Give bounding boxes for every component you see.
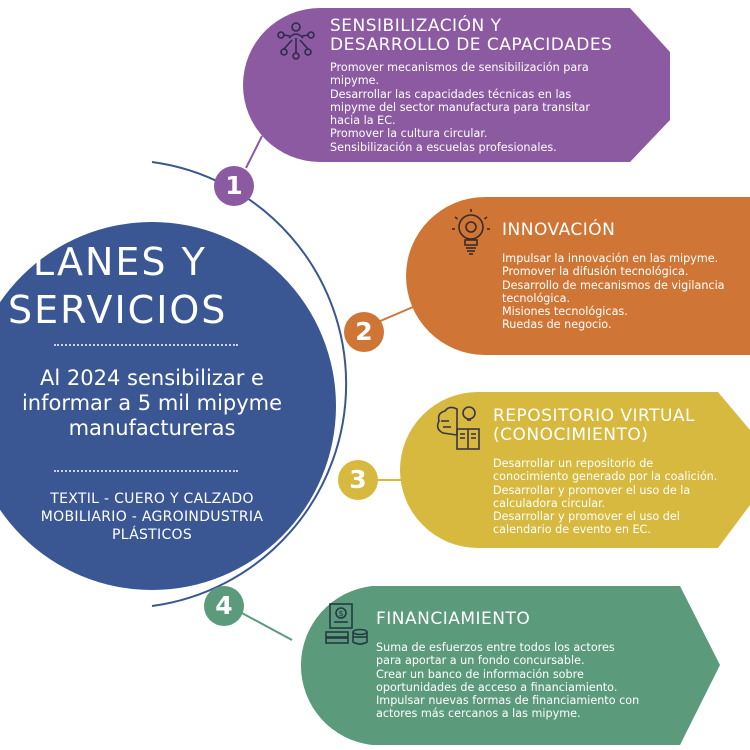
card-1-item: Promover mecanismos de sensibilización p… bbox=[330, 61, 589, 74]
card-3-item: calendario de evento en EC. bbox=[493, 523, 651, 537]
card-3-title: REPOSITORIO VIRTUAL (CONOCIMIENTO) bbox=[493, 407, 717, 445]
card-4-items: Suma de esfuerzos entre todos los actore… bbox=[376, 641, 639, 721]
brain-book-icon bbox=[436, 406, 480, 450]
badge-2: 2 bbox=[344, 312, 384, 352]
card-4-item: Crear un banco de información sobre bbox=[376, 667, 584, 681]
card-3-item: calculadora circular. bbox=[493, 496, 606, 510]
card-3-item: Desarrollar y promover el uso de la bbox=[493, 483, 691, 497]
card-1-items: Promover mecanismos de sensibilización p… bbox=[330, 61, 612, 154]
card-1-title-line-1: SENSIBILIZACIÓN Y bbox=[330, 16, 502, 36]
card-4-item: actores más cercanos a las mipyme. bbox=[376, 707, 581, 721]
card-4-item: Suma de esfuerzos entre todos los actore… bbox=[376, 641, 615, 654]
card-1-item: Desarrollar las capacidades técnicas en … bbox=[330, 87, 572, 101]
card-2-item: Desarrollo de mecanismos de vigilancia bbox=[502, 278, 725, 292]
card-1-item: Promover la cultura circular. bbox=[330, 127, 488, 141]
svg-text:$: $ bbox=[338, 609, 343, 618]
card-3-item: Desarrollar y promover el uso del bbox=[493, 510, 680, 524]
card-2-title-line-1: INNOVACIÓN bbox=[502, 220, 616, 240]
card-4: FINANCIAMIENTO Suma de esfuerzos entre t… bbox=[376, 610, 639, 721]
sector-line-2: MOBILIARIO - AGROINDUSTRIA bbox=[40, 509, 264, 525]
main-title-line-2: SERVICIOS bbox=[8, 288, 228, 332]
dotted-divider-bottom bbox=[54, 470, 238, 472]
card-2-title: INNOVACIÓN bbox=[502, 221, 725, 240]
card-2-item: Promover la difusión tecnológica. bbox=[502, 265, 689, 279]
card-2-item: Impulsar la innovación en las mipyme. bbox=[502, 252, 719, 265]
card-3-title-line-1: REPOSITORIO VIRTUAL bbox=[493, 406, 696, 426]
card-1-item: mipyme. bbox=[330, 74, 380, 88]
money-document-icon: $ bbox=[325, 603, 368, 645]
main-circle: PLANES Y SERVICIOS Al 2024 sensibilizar … bbox=[0, 222, 336, 590]
card-shape-2 bbox=[406, 197, 750, 355]
card-4-item: para aportar a un fondo concursable. bbox=[376, 654, 585, 668]
main-title: PLANES Y SERVICIOS bbox=[8, 238, 268, 334]
people-network-icon bbox=[277, 22, 315, 60]
card-shape-4 bbox=[300, 586, 720, 745]
sector-line-1: TEXTIL - CUERO Y CALZADO bbox=[50, 491, 254, 507]
card-4-title: FINANCIAMIENTO bbox=[376, 610, 639, 629]
connector-line-4 bbox=[239, 611, 293, 641]
card-1-item: Sensibilización a escuelas profesionales… bbox=[330, 140, 557, 154]
card-3: REPOSITORIO VIRTUAL (CONOCIMIENTO) Desar… bbox=[493, 407, 717, 537]
dotted-divider-top bbox=[54, 344, 238, 346]
card-4-title-line-1: FINANCIAMIENTO bbox=[376, 609, 531, 629]
card-2-item: Misiones tecnológicas. bbox=[502, 305, 628, 319]
card-1-title: SENSIBILIZACIÓN Y DESARROLLO DE CAPACIDA… bbox=[330, 17, 612, 55]
card-2-item: Ruedas de negocio. bbox=[502, 318, 612, 332]
card-3-items: Desarrollar un repositorio de conocimien… bbox=[493, 457, 717, 537]
card-shape-3 bbox=[400, 392, 750, 548]
badge-4: 4 bbox=[204, 586, 244, 626]
card-4-item: Impulsar nuevas formas de financiamiento… bbox=[376, 694, 640, 708]
card-2: INNOVACIÓN Impulsar la innovación en las… bbox=[502, 221, 725, 332]
card-3-item: conocimiento generado por la coalición. bbox=[493, 470, 718, 484]
badge-3: 3 bbox=[338, 460, 378, 500]
card-3-title-line-2: (CONOCIMIENTO) bbox=[493, 425, 649, 445]
card-shape-1 bbox=[243, 8, 670, 162]
main-sectors: TEXTIL - CUERO Y CALZADO MOBILIARIO - AG… bbox=[18, 490, 286, 544]
badge-1: 1 bbox=[214, 166, 254, 206]
main-title-line-1: PLANES Y bbox=[8, 240, 207, 284]
sector-line-3: PLÁSTICOS bbox=[111, 527, 193, 543]
main-goal-text: Al 2024 sensibilizar e informar a 5 mil … bbox=[21, 366, 283, 440]
card-1: SENSIBILIZACIÓN Y DESARROLLO DE CAPACIDA… bbox=[330, 17, 612, 154]
connector-line-1 bbox=[245, 135, 263, 169]
lightbulb-gear-icon bbox=[452, 209, 490, 255]
card-2-item: tecnológica. bbox=[502, 291, 571, 305]
card-4-item: oportunidades de acceso a financiamiento… bbox=[376, 680, 618, 694]
card-3-item: Desarrollar un repositorio de bbox=[493, 457, 654, 470]
card-1-item: mipyme del sector manufactura para trans… bbox=[330, 100, 591, 114]
card-1-item: hacia la EC. bbox=[330, 114, 396, 128]
card-2-items: Impulsar la innovación en las mipyme. Pr… bbox=[502, 252, 725, 332]
card-1-title-line-2: DESARROLLO DE CAPACIDADES bbox=[330, 35, 613, 55]
